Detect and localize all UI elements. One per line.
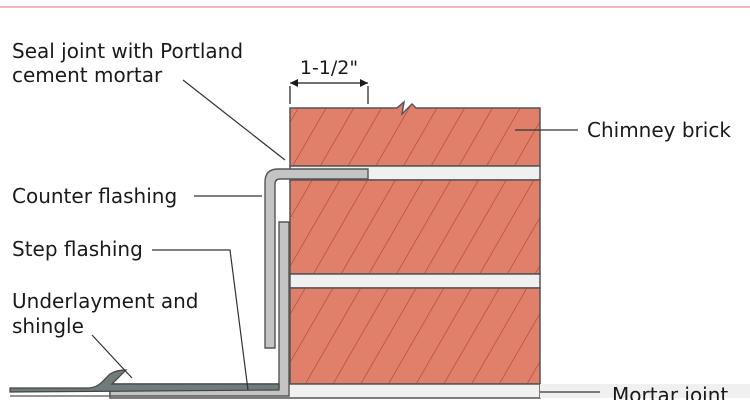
label-underlayment-line1: Underlayment and	[12, 289, 198, 313]
counter-flashing	[264, 168, 369, 349]
leader-seal-joint	[182, 79, 286, 161]
label-step-flashing: Step flashing	[12, 237, 143, 261]
shingle-underlayment	[9, 369, 280, 393]
leader-underlayment	[91, 334, 133, 379]
dimension-marker: 1-1/2"	[289, 57, 369, 104]
leader-step-flashing	[152, 249, 249, 391]
label-counter-flashing: Counter flashing	[12, 184, 177, 208]
chimney-brick-wall	[109, 100, 750, 399]
dimension-label: 1-1/2"	[300, 57, 358, 79]
label-seal-joint-line2: cement mortar	[12, 63, 163, 87]
label-underlayment-line2: shingle	[12, 314, 84, 338]
mortar-joint-2	[289, 273, 541, 289]
label-seal-joint-line1: Seal joint with Portland	[12, 39, 243, 63]
label-mortar-joint: Mortar joint	[612, 383, 728, 400]
label-chimney-brick: Chimney brick	[587, 118, 731, 142]
